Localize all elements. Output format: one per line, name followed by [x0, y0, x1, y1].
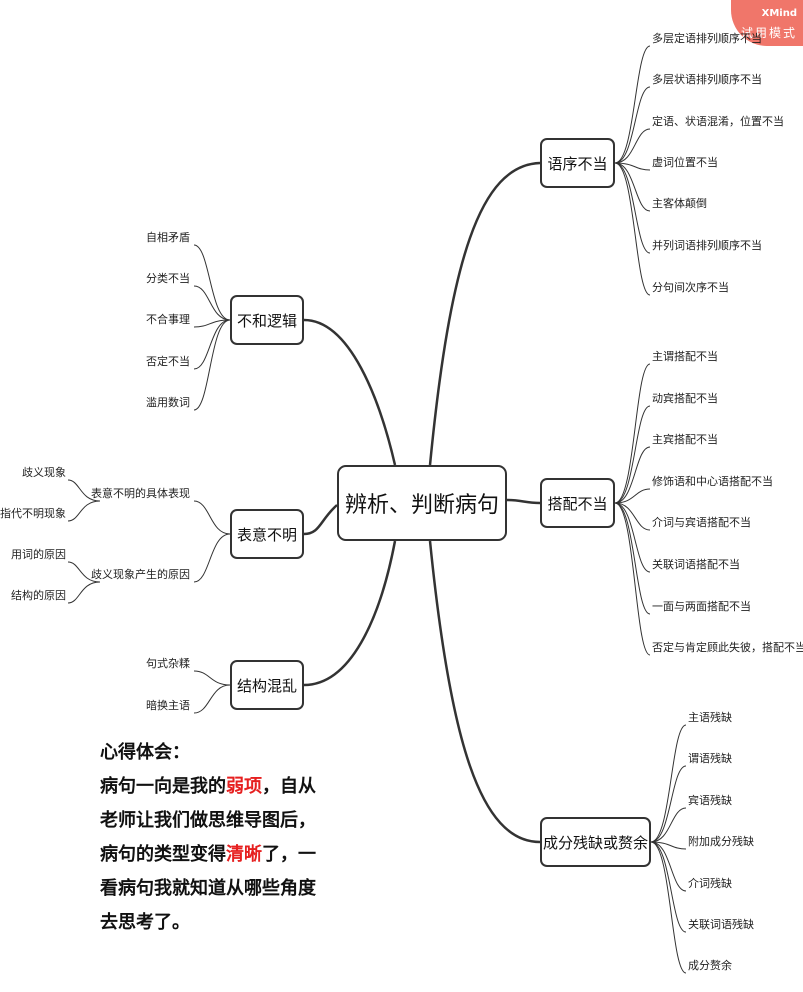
topic-collocation[interactable]: 搭配不当 [540, 478, 615, 528]
topic-illogical[interactable]: 不和逻辑 [230, 295, 304, 345]
leaf-word-order-1[interactable]: 多层定语排列顺序不当 [652, 32, 762, 45]
edge-root-missing [428, 540, 541, 844]
subtopic-unclear-manifestation[interactable]: 表意不明的具体表现 [91, 487, 190, 500]
leaf-word-order-7[interactable]: 分句间次序不当 [652, 281, 729, 294]
watermark-mode: 试用模式 [740, 26, 797, 40]
edge-missing-leaf-2 [650, 765, 687, 843]
leaf-collocation-5[interactable]: 介词与宾语搭配不当 [652, 516, 751, 529]
edge-sub1-leaf-1 [67, 479, 101, 502]
edge-collocation-leaf-7 [614, 502, 651, 615]
edge-illogical-leaf-2 [193, 285, 231, 321]
notes-heading: 心得体会： [100, 742, 190, 763]
topic-missing-redundant[interactable]: 成分残缺或赘余 [540, 817, 651, 867]
edge-structure-leaf-2 [193, 684, 231, 714]
topic-word-order[interactable]: 语序不当 [540, 138, 615, 188]
edge-missing-leaf-6 [650, 841, 687, 933]
edge-root-unclear [303, 504, 338, 536]
edge-missing-leaf-5 [650, 841, 687, 892]
leaf-word-order-6[interactable]: 并列词语排列顺序不当 [652, 239, 762, 252]
edge-word-order-leaf-4 [614, 162, 651, 171]
leaf-unclear-reference[interactable]: 指代不明现象 [0, 507, 66, 520]
leaf-missing-4[interactable]: 附加成分残缺 [688, 835, 754, 848]
edge-missing-leaf-7 [650, 841, 687, 974]
edge-missing-leaf-4 [650, 841, 687, 850]
leaf-collocation-6[interactable]: 关联词语搭配不当 [652, 558, 740, 571]
edge-collocation-leaf-4 [614, 488, 651, 504]
leaf-collocation-4[interactable]: 修饰语和中心语搭配不当 [652, 475, 773, 488]
edge-sub2-leaf-1 [67, 561, 101, 583]
leaf-collocation-1[interactable]: 主谓搭配不当 [652, 350, 718, 363]
edge-word-order-leaf-6 [614, 162, 651, 254]
edge-collocation-leaf-2 [614, 405, 651, 504]
topic-unclear-meaning[interactable]: 表意不明 [230, 509, 304, 559]
leaf-missing-7[interactable]: 成分赘余 [688, 959, 732, 972]
edge-missing-leaf-3 [650, 807, 687, 843]
leaf-word-order-3[interactable]: 定语、状语混淆，位置不当 [652, 115, 784, 128]
edge-word-order-leaf-2 [614, 86, 651, 164]
leaf-missing-6[interactable]: 关联词语残缺 [688, 918, 754, 931]
subtopic-ambiguity-causes[interactable]: 歧义现象产生的原因 [91, 568, 190, 581]
root-topic[interactable]: 辨析、判断病句 [337, 465, 507, 541]
edge-root-illogical [303, 318, 397, 466]
edge-missing-leaf-1 [650, 724, 687, 843]
edge-sub1-leaf-2 [67, 500, 101, 522]
leaf-structure-1[interactable]: 句式杂糅 [146, 657, 190, 670]
leaf-collocation-3[interactable]: 主宾搭配不当 [652, 433, 718, 446]
leaf-missing-2[interactable]: 谓语残缺 [688, 752, 732, 765]
edge-illogical-leaf-4 [193, 319, 231, 370]
edge-root-word-order [428, 161, 541, 466]
highlight-clear: 清晰 [226, 844, 262, 865]
topic-structure-chaos[interactable]: 结构混乱 [230, 660, 304, 710]
edge-root-collocation [506, 498, 541, 505]
leaf-illogical-4[interactable]: 否定不当 [146, 355, 190, 368]
leaf-word-order-2[interactable]: 多层状语排列顺序不当 [652, 73, 762, 86]
edge-collocation-leaf-6 [614, 502, 651, 573]
edge-illogical-leaf-5 [193, 319, 231, 411]
edge-structure-leaf-1 [193, 670, 231, 686]
edge-word-order-leaf-5 [614, 162, 651, 212]
edge-root-structure [303, 540, 397, 687]
edge-collocation-leaf-8 [614, 502, 651, 656]
edge-unclear-sub-1 [193, 500, 231, 535]
edge-collocation-leaf-3 [614, 446, 651, 504]
leaf-missing-3[interactable]: 宾语残缺 [688, 794, 732, 807]
leaf-collocation-7[interactable]: 一面与两面搭配不当 [652, 600, 751, 613]
edge-word-order-leaf-7 [614, 162, 651, 296]
highlight-weakness: 弱项 [226, 776, 262, 797]
leaf-word-order-4[interactable]: 虚词位置不当 [652, 156, 718, 169]
leaf-word-cause[interactable]: 用词的原因 [11, 548, 66, 561]
watermark-brand: XMind [761, 8, 797, 19]
leaf-illogical-3[interactable]: 不合事理 [146, 313, 190, 326]
leaf-illogical-5[interactable]: 滥用数词 [146, 396, 190, 409]
edge-collocation-leaf-1 [614, 363, 651, 504]
leaf-illogical-1[interactable]: 自相矛盾 [146, 231, 190, 244]
trial-watermark: XMind 试用模式 [731, 0, 803, 46]
edge-word-order-leaf-1 [614, 45, 651, 164]
reflection-notes: 心得体会： 病句一向是我的弱项，自从老师让我们做思维导图后，病句的类型变得清晰了… [100, 736, 330, 940]
leaf-collocation-8[interactable]: 否定与肯定顾此失彼，搭配不当 [652, 641, 803, 654]
leaf-structure-2[interactable]: 暗换主语 [146, 699, 190, 712]
leaf-missing-1[interactable]: 主语残缺 [688, 711, 732, 724]
leaf-word-order-5[interactable]: 主客体颠倒 [652, 197, 707, 210]
edge-illogical-leaf-1 [193, 244, 231, 321]
edge-sub2-leaf-2 [67, 581, 101, 604]
leaf-ambiguity[interactable]: 歧义现象 [22, 466, 66, 479]
edge-unclear-sub-2 [193, 533, 231, 583]
leaf-illogical-2[interactable]: 分类不当 [146, 272, 190, 285]
leaf-collocation-2[interactable]: 动宾搭配不当 [652, 392, 718, 405]
edge-illogical-leaf-3 [193, 319, 231, 328]
leaf-structure-cause[interactable]: 结构的原因 [11, 589, 66, 602]
leaf-missing-5[interactable]: 介词残缺 [688, 877, 732, 890]
notes-body: 病句一向是我的弱项，自从老师让我们做思维导图后，病句的类型变得清晰了，一看病句我… [100, 776, 316, 933]
edge-word-order-leaf-3 [614, 128, 651, 164]
